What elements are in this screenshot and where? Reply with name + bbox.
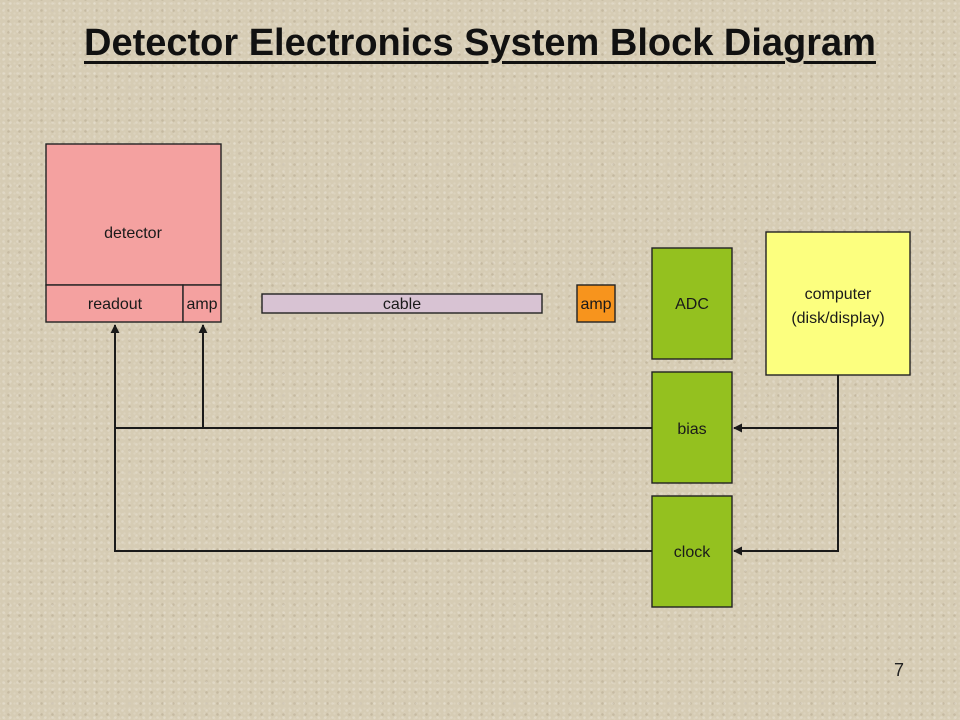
preamp-label: amp [580, 296, 611, 313]
clock-label: clock [674, 544, 711, 561]
detector-block [45, 143, 222, 286]
computer-label: computer [805, 286, 872, 303]
readout-block [45, 284, 184, 323]
preamp-block [576, 284, 616, 323]
cable-label: cable [383, 296, 421, 313]
bias-block [651, 371, 733, 484]
readout-label: readout [88, 296, 143, 313]
clock-to-readout-wire [110, 324, 652, 552]
bias-label: bias [677, 421, 706, 438]
detector-amp-block [182, 284, 222, 323]
clock-block [651, 495, 733, 608]
cable-block [261, 293, 543, 314]
detector-amp-label: amp [186, 296, 217, 313]
computer-to-clock-wire [733, 428, 839, 556]
computer-sublabel: (disk/display) [791, 310, 884, 327]
slide-title: Detector Electronics System Block Diagra… [84, 22, 876, 64]
adc-block [651, 247, 733, 360]
computer-to-bias-wire [733, 375, 839, 433]
page-number: 7 [893, 660, 904, 680]
detector-label: detector [104, 225, 162, 242]
adc-label: ADC [675, 296, 709, 313]
computer-block [765, 231, 911, 376]
